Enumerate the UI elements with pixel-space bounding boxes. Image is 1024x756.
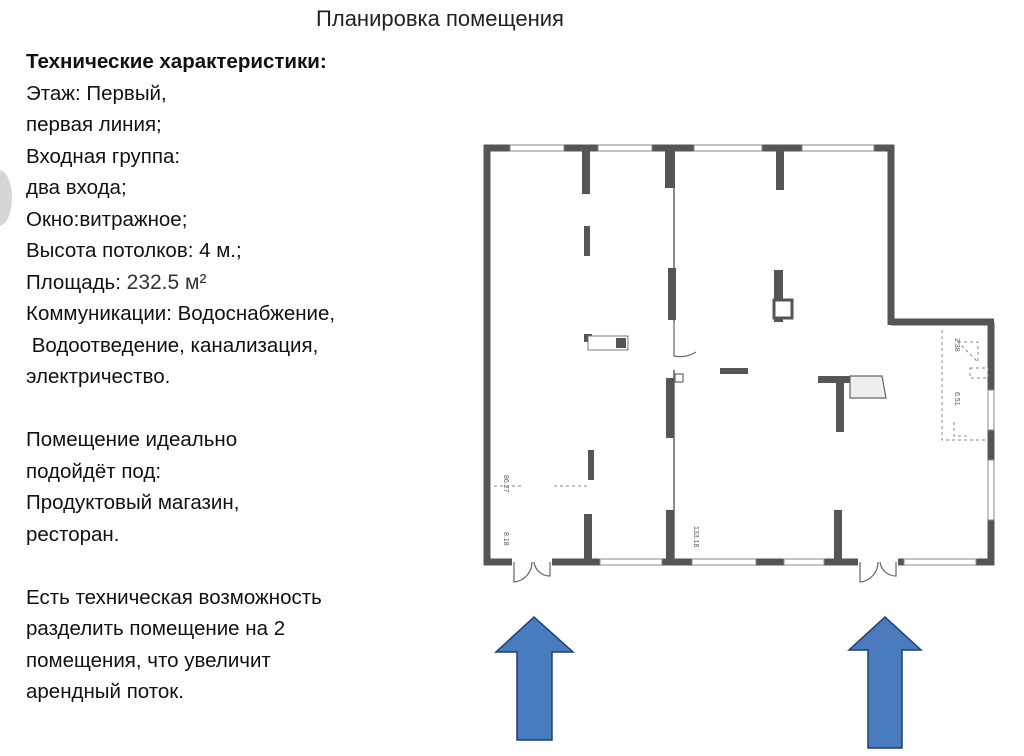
division-line-3: помещения, что увеличит xyxy=(26,648,271,672)
dim-right-1: 2.38 xyxy=(953,338,960,352)
columns xyxy=(582,148,994,562)
spec-utilities-3: электричество. xyxy=(26,365,171,388)
entrance-arrow-right xyxy=(847,615,923,749)
spec-ceiling: Высота потолков: 4 м.; xyxy=(26,239,242,262)
spec-line-position: первая линия; xyxy=(26,113,162,136)
spec-area-value: 232.5 м² xyxy=(126,270,207,294)
description-block: Технические характеристики: Этаж: Первый… xyxy=(26,46,426,708)
spec-floor: Этаж: Первый, xyxy=(26,81,167,105)
division-line-1: Есть техническая возможность xyxy=(26,585,322,609)
entrance-arrow-left xyxy=(494,615,575,741)
dim-right-2: 6.51 xyxy=(953,392,960,406)
door-swings xyxy=(513,322,897,583)
floor-plan: 86.27 8.18 133.18 2.38 6.51 xyxy=(483,144,995,583)
spec-area: Площадь: 232.5 м² xyxy=(26,267,426,299)
spec-entrances: два входа; xyxy=(26,176,127,199)
shaft xyxy=(587,298,887,399)
side-windows xyxy=(987,389,995,521)
suitability-line-4: ресторан. xyxy=(26,522,120,546)
partition-door-marks xyxy=(674,373,684,383)
spec-window: Окно:витражное; xyxy=(26,207,188,231)
dashed-zone xyxy=(494,330,989,487)
dim-left-upper: 86.27 xyxy=(502,475,509,493)
dimension-labels: 86.27 8.18 133.18 2.38 6.51 xyxy=(502,338,960,548)
dim-left-lower: 8.18 xyxy=(502,532,509,546)
page-title: Планировка помещения xyxy=(316,6,564,31)
specs-heading: Технические характеристики: xyxy=(26,50,327,73)
suitability-line-3: Продуктовый магазин, xyxy=(26,491,240,514)
spec-entrance-group: Входная группа: xyxy=(26,144,181,168)
page-edge-decoration xyxy=(0,170,12,226)
suitability-line-2: подойдёт под: xyxy=(26,459,162,483)
division-line-4: арендный поток. xyxy=(26,680,184,703)
top-windows xyxy=(509,144,875,152)
spec-utilities-2: Водоотведение, канализация, xyxy=(26,333,319,357)
division-line-2: разделить помещение на 2 xyxy=(26,617,286,640)
suitability-line-1: Помещение идеально xyxy=(26,428,238,451)
spec-area-label: Площадь: xyxy=(26,270,127,294)
outer-walls xyxy=(483,144,995,566)
bottom-windows xyxy=(599,558,977,566)
dim-center: 133.18 xyxy=(692,526,699,548)
spec-utilities-1: Коммуникации: Водоснабжение, xyxy=(26,302,336,325)
